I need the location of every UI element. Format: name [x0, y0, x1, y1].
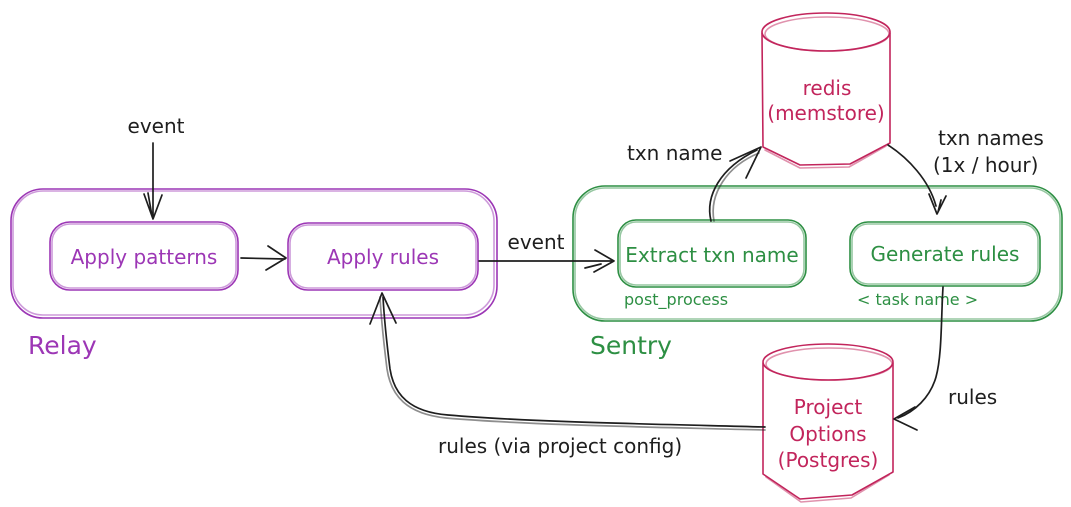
project-options-bottom-repeat: [765, 474, 890, 503]
extract-sublabel: post_process: [624, 290, 728, 310]
project-options-label-line3: (Postgres): [778, 448, 879, 472]
edge-extract-to-redis: [708, 149, 758, 222]
edge-generate-to-project-options: [893, 286, 944, 431]
project-options-label-line2: Options: [789, 422, 866, 446]
edge-rules-label: rules: [948, 385, 997, 409]
apply-patterns-label: Apply patterns: [71, 245, 218, 269]
extract-node: [617, 219, 807, 288]
apply-patterns-node: [49, 221, 239, 291]
relay-container-box-repeat: [12, 190, 495, 316]
edge-relay-to-sentry: [478, 249, 615, 273]
edge-project-options-to-apply-rules: [382, 296, 766, 428]
apply-rules-label: Apply rules: [327, 245, 439, 269]
relay-container-box: [10, 188, 498, 319]
edge-extract-to-redis-repeat: [712, 152, 760, 222]
edge-redis-to-generate: [887, 144, 947, 215]
edge-project-options-to-apply-rules-repeat: [379, 296, 766, 431]
edge-extract-to-redis-arrowhead: [729, 146, 762, 179]
apply-rules-node: [287, 222, 479, 291]
project-options-body: [762, 362, 894, 500]
edge-txn-names-label-line2: (1x / hour): [933, 153, 1038, 177]
extract-node-repeat: [619, 221, 805, 286]
generate-node: [849, 221, 1041, 287]
apply-patterns-node-repeat: [51, 223, 237, 289]
generate-node-repeat: [851, 223, 1039, 285]
edge-txn-name-label: txn name: [627, 141, 722, 165]
edge-txn-names-label-line1: txn names: [938, 126, 1044, 150]
redis-cylinder-top: [761, 12, 891, 52]
edge-event-in-label: event: [128, 114, 185, 138]
redis-cylinder-body: [761, 32, 891, 166]
edge-rules-config-arrowhead: [369, 292, 397, 325]
generate-label: Generate rules: [871, 242, 1020, 266]
sentry-container-box: [572, 185, 1063, 322]
extract-label: Extract txn name: [625, 243, 798, 267]
relay-label: Relay: [28, 331, 97, 360]
edge-event-into-relay: [143, 142, 163, 220]
project-options-top: [762, 343, 894, 381]
edge-patterns-to-rules: [240, 245, 287, 271]
sentry-label: Sentry: [590, 331, 672, 360]
edge-event-mid-label: event: [508, 230, 565, 254]
project-options-label-line1: Project: [794, 395, 863, 419]
project-options-group: Project Options (Postgres): [762, 343, 894, 503]
edge-rules-config-label: rules (via project config): [438, 434, 682, 458]
redis-cylinder-bottom-repeat: [764, 145, 887, 169]
edges-group: event event txn name txn names (1x / hou…: [128, 114, 1044, 458]
sentry-group: Extract txn name post_process Generate r…: [572, 185, 1063, 360]
apply-rules-node-repeat: [289, 224, 477, 289]
relay-group: Apply patterns Apply rules Relay: [10, 188, 498, 360]
redis-label-line2: (memstore): [767, 101, 884, 125]
redis-group: redis (memstore): [761, 12, 891, 169]
sentry-container-box-repeat: [574, 187, 1061, 320]
generate-sublabel: < task name >: [857, 290, 978, 309]
redis-label-line1: redis: [803, 76, 852, 100]
